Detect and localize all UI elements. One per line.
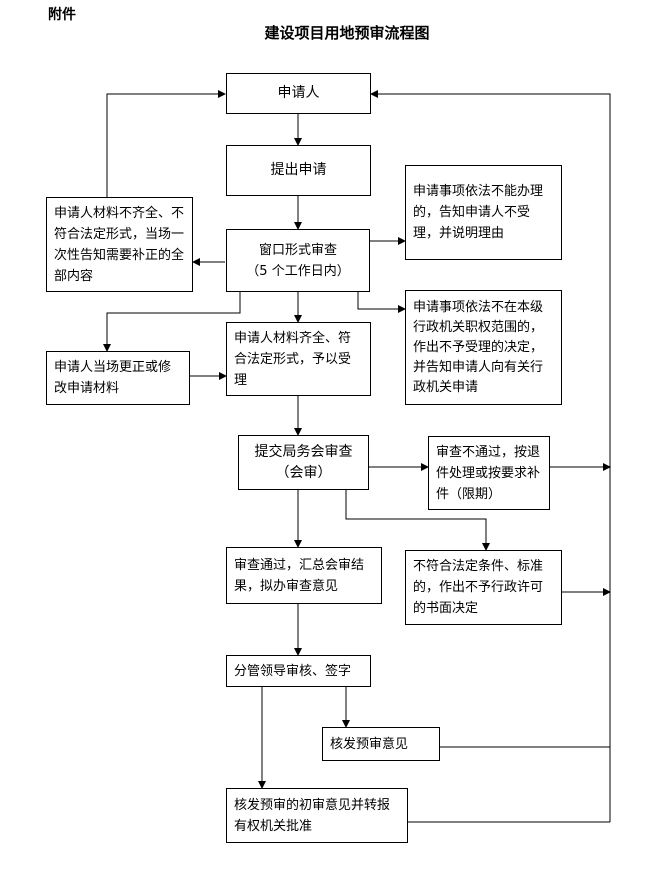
node-issue-opinion: 核发预审意见 (322, 727, 440, 761)
node-not-qualified-label: 不符合法定条件、标准的，作出不予行政许可的书面决定 (413, 559, 544, 616)
attachment-label: 附件 (48, 7, 76, 23)
node-review-fail: 审查不通过，按退件处理或按要求补件（限期） (428, 436, 550, 510)
node-cannot-handle: 申请事项依法不能办理的，告知申请人不受理，并说明理由 (405, 165, 562, 260)
node-review-pass: 审查通过，汇总会审结果，拟办审查意见 (226, 547, 382, 604)
node-window-review-line1: 窗口形式审查 (258, 242, 337, 258)
node-leader-sign-label: 分管领导审核、签字 (234, 663, 352, 679)
node-correct-on-site-label: 申请人当场更正或修改申请材料 (54, 360, 172, 396)
node-window-review: 窗口形式审查 （5 个工作日内） (226, 229, 370, 292)
node-incomplete-label: 申请人材料不齐全、不符合法定形式，当场一次性告知需要补正的全部内容 (54, 205, 185, 284)
node-submit-label: 提出申请 (270, 162, 327, 178)
node-correct-on-site: 申请人当场更正或修改申请材料 (46, 351, 190, 405)
node-issue-opinion-label: 核发预审意见 (330, 736, 409, 752)
node-not-in-scope: 申请事项依法不在本级行政机关职权范围的，作出不予受理的决定，并告知申请人向有关行… (405, 290, 562, 405)
node-not-qualified: 不符合法定条件、标准的，作出不予行政许可的书面决定 (405, 550, 562, 625)
node-accept: 申请人材料齐全、符合法定形式，予以受理 (226, 322, 371, 396)
page-title: 建设项目用地预审流程图 (264, 24, 430, 42)
node-incomplete: 申请人材料不齐全、不符合法定形式，当场一次性告知需要补正的全部内容 (46, 197, 193, 292)
node-review-fail-label: 审查不通过，按退件处理或按要求补件（限期） (436, 444, 541, 502)
node-accept-label: 申请人材料齐全、符合法定形式，予以受理 (234, 330, 352, 388)
node-submit: 提出申请 (226, 145, 371, 196)
node-issue-preliminary: 核发预审的初审意见并转报有权机关批准 (226, 788, 408, 843)
node-issue-preliminary-label: 核发预审的初审意见并转报有权机关批准 (234, 797, 391, 834)
node-applicant-label: 申请人 (277, 85, 320, 101)
node-joint-review: 提交局务会审查 （会审） (238, 435, 369, 490)
node-joint-review-line1: 提交局务会审查 (254, 443, 353, 460)
node-leader-sign: 分管领导审核、签字 (226, 655, 371, 687)
node-window-review-line2: （5 个工作日内） (246, 263, 350, 279)
node-cannot-handle-label: 申请事项依法不能办理的，告知申请人不受理，并说明理由 (413, 184, 544, 241)
node-review-pass-label: 审查通过，汇总会审结果，拟办审查意见 (234, 557, 365, 594)
node-not-in-scope-label: 申请事项依法不在本级行政机关职权范围的，作出不予受理的决定，并告知申请人向有关行… (413, 299, 544, 395)
node-joint-review-line2: （会审） (275, 464, 332, 481)
node-applicant: 申请人 (226, 73, 371, 114)
